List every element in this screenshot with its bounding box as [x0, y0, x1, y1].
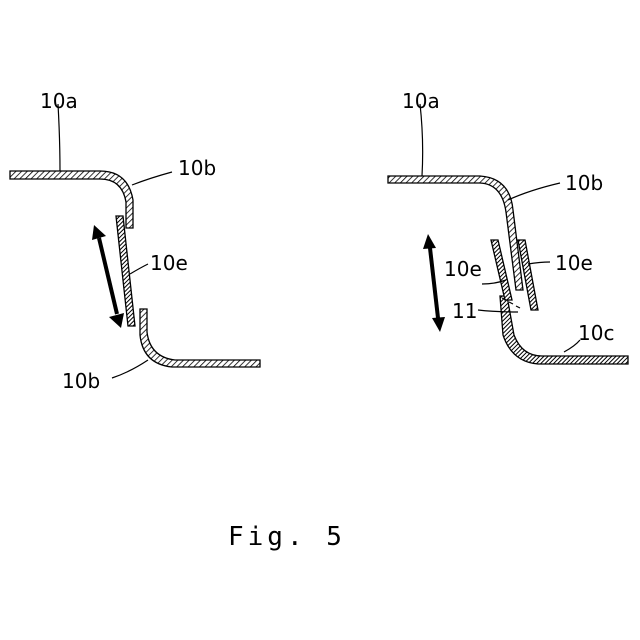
right-leader-11 — [478, 310, 518, 312]
right-leader-10a — [420, 104, 423, 176]
left-slider-10e — [116, 216, 135, 326]
right-label-10c: 10c — [578, 321, 614, 345]
right-label-10e-left: 10e — [444, 257, 482, 281]
left-leader-10b-bottom — [112, 360, 148, 378]
left-diagram: 10a 10b 10e 10b — [10, 89, 260, 393]
left-leader-10b-top — [132, 172, 172, 185]
right-arrow-head-down — [432, 317, 445, 332]
right-label-11: 11 — [452, 299, 477, 323]
right-arrow-head-up — [423, 234, 436, 249]
right-label-10a: 10a — [402, 89, 440, 113]
right-label-10b: 10b — [565, 171, 603, 195]
left-arrow-head-down — [109, 313, 124, 328]
right-motion-arrow — [430, 248, 438, 318]
right-leader-10e-right — [528, 262, 550, 264]
left-arrow-head-up — [92, 225, 106, 240]
right-diagram: 10a 10b 10e 10e 11 10c — [388, 89, 628, 364]
right-slider-left-10e — [491, 240, 512, 300]
left-leader-10e — [130, 264, 148, 274]
left-bottom-panel-10b — [140, 309, 260, 367]
left-label-10b-bottom: 10b — [62, 369, 100, 393]
right-leader-10b — [508, 183, 560, 200]
left-label-10e: 10e — [150, 251, 188, 275]
right-label-10e-right: 10e — [555, 251, 593, 275]
left-motion-arrow — [99, 238, 117, 314]
left-top-panel-10a — [10, 171, 133, 228]
left-label-10a: 10a — [40, 89, 78, 113]
left-leader-10a — [58, 104, 60, 171]
left-label-10b-top: 10b — [178, 156, 216, 180]
figure-caption: Fig. 5 — [228, 522, 346, 552]
